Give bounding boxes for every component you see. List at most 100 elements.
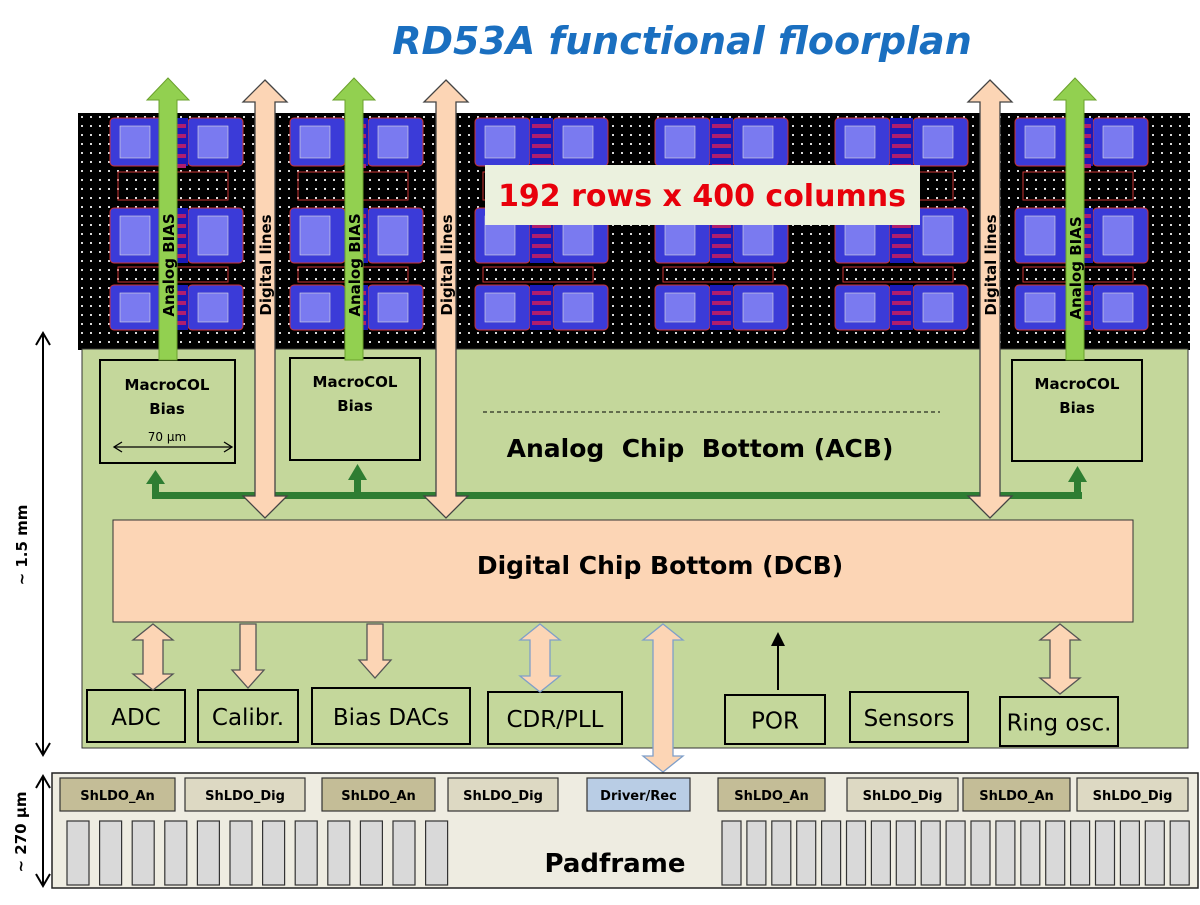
- block-sensors: Sensors: [849, 691, 969, 743]
- digital-lines-label: Digital lines: [257, 214, 275, 315]
- svg-text:POR: POR: [751, 709, 799, 735]
- svg-text:Driver/Rec: Driver/Rec: [600, 789, 677, 804]
- down-arrow: [357, 623, 393, 679]
- digital-lines-arrow: Digital lines: [241, 79, 289, 519]
- padframe-cell-shldo-dig: ShLDO_Dig: [184, 777, 306, 812]
- pad: [164, 820, 188, 886]
- pad: [870, 820, 892, 886]
- svg-text:ShLDO_An: ShLDO_An: [80, 789, 155, 804]
- pad: [131, 820, 155, 886]
- macrocol-bias-2: MacroCOL Bias: [289, 357, 421, 461]
- padframe-height-dimension: ~ 270 µm: [12, 774, 51, 888]
- pad: [845, 820, 867, 886]
- digital-lines-label: Digital lines: [438, 214, 456, 315]
- matrix-label: 192 rows x 400 columns: [498, 179, 906, 214]
- svg-text:~ 270 µm: ~ 270 µm: [12, 792, 30, 873]
- svg-text:Sensors: Sensors: [864, 706, 955, 732]
- pad: [66, 820, 90, 886]
- svg-text:ShLDO_Dig: ShLDO_Dig: [463, 789, 543, 804]
- macrocol-width-label: 70 µm: [148, 430, 186, 444]
- double-arrow: [518, 623, 562, 693]
- svg-text:ShLDO_An: ShLDO_An: [734, 789, 809, 804]
- por-arrow: [771, 632, 785, 690]
- digital-chip-bottom: [112, 519, 1134, 623]
- pad: [98, 820, 123, 886]
- padframe-cell-shldo-an: ShLDO_An: [321, 777, 436, 812]
- chip-height-dimension: ~ 1.5 mm: [13, 331, 51, 757]
- pad: [796, 820, 817, 886]
- svg-text:~ 1.5 mm: ~ 1.5 mm: [13, 505, 31, 586]
- svg-text:ShLDO_Dig: ShLDO_Dig: [1093, 789, 1173, 804]
- svg-text:ShLDO_An: ShLDO_An: [979, 789, 1054, 804]
- pixel-bus: [530, 285, 553, 330]
- pad: [1020, 820, 1041, 886]
- svg-text:ShLDO_An: ShLDO_An: [341, 789, 416, 804]
- padframe-cell-shldo-an: ShLDO_An: [717, 777, 826, 812]
- pad: [196, 820, 220, 886]
- pad: [229, 820, 253, 886]
- padframe-cell-shldo-an: ShLDO_An: [59, 777, 176, 812]
- digital-lines-arrow: Digital lines: [966, 79, 1014, 519]
- pad: [721, 820, 742, 886]
- pad: [425, 820, 449, 886]
- block-adc: ADC: [86, 689, 186, 743]
- pad: [820, 820, 842, 886]
- padframe-label: Padframe: [545, 849, 686, 879]
- block-ring-osc: Ring osc.: [999, 696, 1119, 747]
- pad: [995, 820, 1016, 886]
- padframe-cell-shldo-dig: ShLDO_Dig: [846, 777, 959, 812]
- matrix-label-box: [485, 165, 920, 225]
- svg-text:Bias: Bias: [149, 400, 185, 418]
- macrocol-bias-1: MacroCOL Bias 70 µm: [99, 359, 236, 464]
- analog-bias-label: Analog BIAS: [1067, 216, 1085, 319]
- pad: [327, 820, 351, 886]
- double-arrow: [131, 623, 175, 691]
- pixel-bus: [890, 285, 913, 330]
- svg-text:Ring osc.: Ring osc.: [1007, 711, 1112, 737]
- block-calibr: Calibr.: [197, 689, 299, 743]
- dcb-label: Digital Chip Bottom (DCB): [477, 551, 843, 580]
- svg-text:MacroCOL: MacroCOL: [125, 376, 210, 394]
- svg-text:CDR/PLL: CDR/PLL: [507, 707, 604, 733]
- digital-lines-arrow: Digital lines: [422, 79, 470, 519]
- pad: [895, 820, 916, 886]
- svg-text:MacroCOL: MacroCOL: [313, 373, 398, 391]
- svg-text:ADC: ADC: [111, 705, 161, 731]
- down-arrow: [230, 623, 266, 689]
- svg-text:Bias: Bias: [1059, 399, 1095, 417]
- double-arrow: [1038, 623, 1082, 695]
- pixel-bus: [710, 285, 733, 330]
- pad: [1045, 820, 1066, 886]
- analog-bias-arrow: Analog BIAS: [1052, 77, 1098, 361]
- block-cdr-pll: CDR/PLL: [487, 691, 623, 745]
- bias-feedback-arrow: [146, 464, 1087, 499]
- pad: [970, 820, 991, 886]
- svg-text:ShLDO_Dig: ShLDO_Dig: [863, 789, 943, 804]
- pad: [920, 820, 941, 886]
- pad: [1069, 820, 1091, 886]
- svg-text:Bias DACs: Bias DACs: [333, 705, 449, 731]
- svg-text:ShLDO_Dig: ShLDO_Dig: [205, 789, 285, 804]
- analog-bias-label: Analog BIAS: [160, 213, 178, 316]
- pad: [746, 820, 767, 886]
- svg-text:MacroCOL: MacroCOL: [1035, 375, 1120, 393]
- digital-lines-label: Digital lines: [982, 214, 1000, 315]
- pad: [1169, 820, 1190, 886]
- pad: [1094, 820, 1116, 886]
- padframe-cell-shldo-dig: ShLDO_Dig: [1076, 777, 1189, 812]
- acb-label: Analog Chip Bottom (ACB): [507, 434, 894, 463]
- analog-bias-arrow: Analog BIAS: [331, 77, 377, 361]
- page-title: RD53A functional floorplan: [392, 19, 972, 63]
- pad: [945, 820, 966, 886]
- analog-bias-label: Analog BIAS: [346, 213, 364, 316]
- pad: [392, 820, 416, 886]
- pad: [262, 820, 286, 886]
- svg-text:Calibr.: Calibr.: [212, 705, 284, 731]
- block-bias-dacs: Bias DACs: [311, 687, 471, 745]
- double-arrow: [641, 623, 685, 773]
- pad: [1144, 820, 1165, 886]
- pad: [359, 820, 383, 886]
- macrocol-bias-3: MacroCOL Bias: [1011, 359, 1143, 462]
- analog-bias-arrow: Analog BIAS: [145, 77, 191, 361]
